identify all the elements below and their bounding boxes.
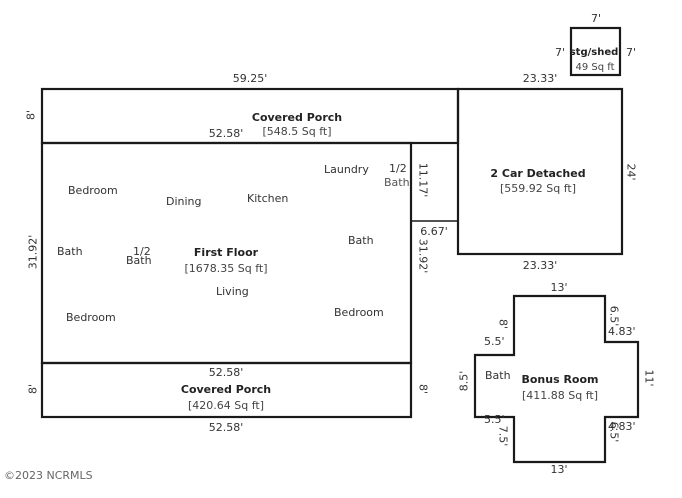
garage-label: 2 Car Detached [490,167,586,180]
side-dim-b: 6.67' [420,225,448,238]
bonus-label: Bonus Room [521,373,599,386]
shed-dim-right: 7' [626,46,637,59]
room-half-bath-c-top: 1/2 [133,245,151,258]
room-kitchen: Kitchen [247,192,289,205]
porch-top-dim-bottom: 52.58' [208,127,244,140]
room-living: Living [216,285,249,298]
shed-dim-top: 7' [590,12,602,25]
porch-top-area: [548.5 Sq ft] [262,125,332,138]
room-bath-w: Bath [57,245,83,258]
shed-label: stg/shed [569,47,619,58]
room-laundry: Laundry [324,163,369,176]
shed-area: 49 Sq ft [575,62,615,73]
room-half-bath-c-bottom: Bath [126,254,152,267]
porch-top-outline [40,87,460,145]
bonus-dim-ur-h: 4.83' [608,325,636,338]
garage-dim-top: 23.33' [522,72,558,85]
first-floor-dim-bottom: 52.58' [208,366,244,379]
porch-bottom-dim-right: 8' [416,383,430,395]
first-floor-dim-right: 31.92' [416,238,430,274]
first-floor-label: First Floor [193,246,259,259]
bonus-dim-ul-v: 8' [496,318,510,330]
porch-top-label: Covered Porch [251,111,343,124]
first-floor-area: [1678.35 Sq ft] [184,262,268,275]
porch-bottom-area: [420.64 Sq ft] [187,399,265,412]
bonus-dim-left: 8.5' [457,370,471,392]
watermark-text: ©2023 NCRMLS [4,469,93,482]
room-dining: Dining [166,195,202,208]
room-half-bath-ne-top: 1/2 [389,162,407,175]
bonus-dim-ur-v: 6.5' [607,305,621,327]
garage-dim-right: 24' [624,163,638,181]
porch-bottom-label: Covered Porch [180,383,272,396]
room-bath-e: Bath [348,234,374,247]
shed-dim-left: 7' [555,46,566,59]
porch-top-dim-left: 8' [24,109,38,121]
bonus-dim-top: 13' [550,281,568,294]
side-dim-a: 11.17' [416,162,430,198]
bonus-dim-lr-h: 4.83' [608,420,636,433]
garage-outline [456,87,624,256]
first-floor-dim-left: 31.92' [26,234,40,270]
porch-bottom-outline [40,361,413,419]
porch-bottom-dim-left: 8' [26,383,40,395]
room-bedroom-se: Bedroom [334,306,384,319]
bonus-dim-right: 11' [642,369,656,387]
room-bedroom-nw: Bedroom [68,184,118,197]
bonus-room-outline [473,294,640,464]
room-half-bath-ne-bottom: Bath [384,176,410,189]
bonus-dim-ul-h: 5.5' [484,335,505,348]
porch-bottom-dim-bottom: 52.58' [208,421,244,434]
bonus-area: [411.88 Sq ft] [521,389,599,402]
shed-outline [569,26,622,77]
bonus-dim-bottom: 13' [550,463,568,476]
bonus-dim-lr-v: 6.5' [607,421,621,443]
porch-top-dim-top: 59.25' [232,72,268,85]
garage-dim-bottom: 23.33' [522,259,558,272]
bonus-bath: Bath [485,369,511,382]
room-bedroom-sw: Bedroom [66,311,116,324]
bonus-dim-ll-h: 5.5' [484,413,505,426]
garage-area: [559.92 Sq ft] [499,182,577,195]
bonus-dim-ll-v: 7.5' [496,425,510,447]
